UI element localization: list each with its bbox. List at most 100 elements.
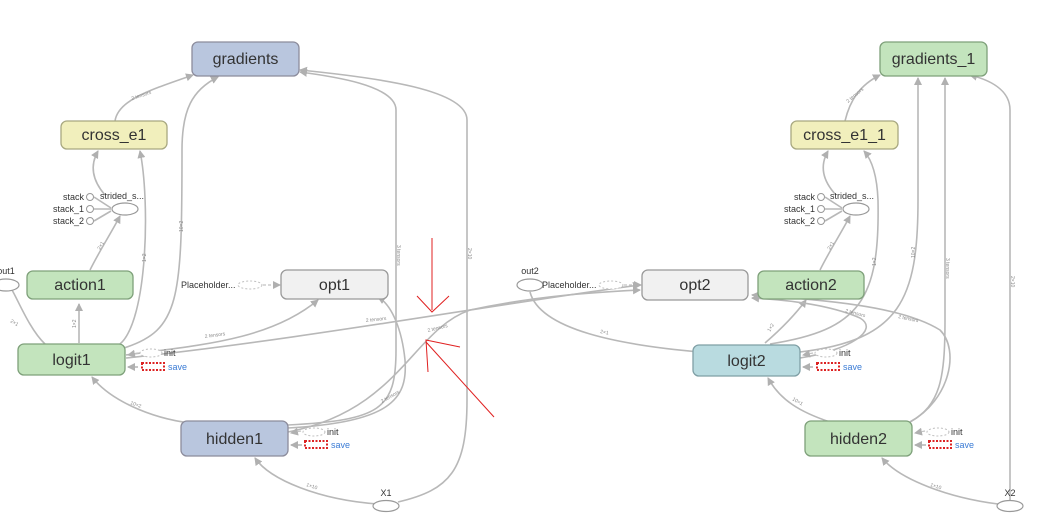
node-hidden1[interactable]: hidden1 <box>180 420 289 457</box>
edge-init-logit2 <box>802 349 814 358</box>
edge-init-hidden1 <box>290 427 302 436</box>
edge-label-2x1-b: 2×1 <box>9 319 20 329</box>
logit2-init-save[interactable]: init save <box>814 348 862 372</box>
label-stack-r: stack <box>794 192 816 202</box>
edge-label-2tensors-c: 2 tensors <box>366 316 388 324</box>
edge-hidden1-to-gradients <box>287 68 397 426</box>
label-strided: strided_s... <box>100 191 144 201</box>
node-strided-slice[interactable]: strided_s... stack stack_1 stack_2 <box>53 191 144 226</box>
edge-label-2x1-d: 2×1 <box>600 329 610 336</box>
node-label-logit1: logit1 <box>52 352 90 369</box>
edge-hidden2-to-opt2 <box>751 291 951 423</box>
label-init-hidden1: init <box>327 427 339 437</box>
edge-x1-to-hidden1 <box>254 457 379 505</box>
label-save-logit2: save <box>843 362 862 372</box>
hidden2-init-save[interactable]: init save <box>926 427 974 450</box>
edge-hidden2-to-logit2 <box>767 377 831 423</box>
edge-logit1-to-cross <box>119 150 147 345</box>
edge-label-10x1: 10×1 <box>791 397 804 408</box>
label-save-hidden2: save <box>955 440 974 450</box>
node-label-hidden1: hidden1 <box>206 431 263 448</box>
node-label-cross-e1: cross_e1 <box>82 127 147 144</box>
node-label-cross-e1-1: cross_e1_1 <box>803 127 886 144</box>
edge-label-1x2-d: 1×2 <box>767 322 777 333</box>
edge-label-10x2-b: 10×2 <box>129 400 142 410</box>
edge-label-2tensors-b: 2 tensors <box>204 331 226 340</box>
hidden1-init-save[interactable]: init save <box>302 427 350 450</box>
label-stack-1: stack_1 <box>53 204 84 214</box>
node-label-hidden2: hidden2 <box>830 431 887 448</box>
label-stack-1-r: stack_1 <box>784 204 815 214</box>
edge-init-hidden2 <box>914 427 926 436</box>
node-placeholder-2[interactable]: Placeholder... <box>542 280 624 290</box>
label-out1: out1 <box>0 266 15 276</box>
edge-logit1-to-out1 <box>11 289 46 345</box>
node-label-opt1: opt1 <box>319 277 350 294</box>
node-label-action2: action2 <box>785 277 837 294</box>
edge-logit1-to-opt2 <box>125 281 641 359</box>
label-out2: out2 <box>521 266 539 276</box>
node-label-action1: action1 <box>54 277 106 294</box>
node-cross-e1[interactable]: cross_e1 <box>60 120 168 150</box>
label-stack: stack <box>63 192 85 202</box>
node-action1[interactable]: action1 <box>26 270 134 300</box>
edge-x1-to-gradients <box>299 66 468 503</box>
edge-label-10x2-c: 10×2 <box>911 247 917 258</box>
node-label-opt2: opt2 <box>679 277 710 294</box>
edge-label-2tensors-g: 2 tensors <box>844 308 866 319</box>
node-cross-e1-1[interactable]: cross_e1_1 <box>790 120 899 150</box>
node-x1[interactable]: X1 <box>372 488 400 513</box>
node-label-logit2: logit2 <box>727 353 765 370</box>
edge-label-1x2-b: 1×2 <box>72 319 78 328</box>
node-action2[interactable]: action2 <box>757 270 865 300</box>
edge-label-1x10-a: 1×10 <box>305 482 318 491</box>
edge-strided2-to-cross1 <box>821 150 837 196</box>
label-init-logit2: init <box>839 348 851 358</box>
label-strided-2: strided_s... <box>830 191 874 201</box>
edge-hidden1-to-opt2 <box>287 286 641 433</box>
edge-label-10x2: 10×2 <box>179 221 185 232</box>
node-out1[interactable]: out1 <box>0 266 20 292</box>
node-out2[interactable]: out2 <box>516 266 544 292</box>
node-opt1[interactable]: opt1 <box>280 269 389 300</box>
edge-label-2tensors-h: 2 tensors <box>898 314 920 324</box>
red-annotation-arrows <box>416 238 495 418</box>
edge-label-3tensors-b: 3 tensors <box>944 258 950 279</box>
edges-right: 2 tensors 1×2 10×2 2×1 1×2 2×1 2 tensors… <box>529 72 1015 505</box>
label-stack-2-r: stack_2 <box>784 216 815 226</box>
edge-x2-to-hidden2 <box>881 457 999 505</box>
node-hidden2[interactable]: hidden2 <box>804 420 913 457</box>
logit1-init-save[interactable]: init save <box>139 348 187 372</box>
edge-hidden1-to-logit1 <box>91 376 191 424</box>
edge-label-2tensors-d: 2 tensors <box>427 323 449 334</box>
edge-label-1x2-a: 1×2 <box>142 253 148 262</box>
edge-cross1-to-gradients1 <box>844 74 881 122</box>
label-placeholder-2: Placeholder... <box>542 280 597 290</box>
edge-label-2x10-b: 2×10 <box>1009 276 1015 287</box>
node-logit1[interactable]: logit1 <box>17 343 126 376</box>
edge-label-2x10: 2×10 <box>466 248 472 259</box>
edge-label-2tensors-f: 2 tensors <box>845 86 865 104</box>
edges-left: 2 tensors 1×2 10×2 2×1 1×2 2×1 2 tensors… <box>9 66 641 505</box>
label-x2: X2 <box>1004 488 1015 498</box>
edge-label-1x2-c: 1×2 <box>872 257 878 266</box>
node-placeholder-1[interactable]: Placeholder... <box>181 280 263 290</box>
label-placeholder-1: Placeholder... <box>181 280 236 290</box>
edge-logit1-to-gradients <box>123 76 219 349</box>
node-opt2[interactable]: opt2 <box>641 269 749 301</box>
edge-logit2-to-gradients1 <box>799 77 922 353</box>
label-stack-2: stack_2 <box>53 216 84 226</box>
edge-label-3tensors-a: 3 tensors <box>395 245 401 266</box>
node-strided-slice-2[interactable]: strided_s... stack stack_1 stack_2 <box>784 191 874 226</box>
label-save-logit1: save <box>168 362 187 372</box>
node-gradients-1[interactable]: gradients_1 <box>879 41 988 77</box>
edge-label-2tensors-a: 2 tensors <box>131 90 153 102</box>
edge-hidden1-to-opt1 <box>287 296 407 429</box>
node-gradients[interactable]: gradients <box>191 41 300 77</box>
edge-label-1x10-b: 1×10 <box>929 482 942 491</box>
edge-init-logit1 <box>127 349 139 358</box>
label-x1: X1 <box>380 488 391 498</box>
node-logit2[interactable]: logit2 <box>692 344 801 377</box>
node-x2[interactable]: X2 <box>996 488 1024 513</box>
